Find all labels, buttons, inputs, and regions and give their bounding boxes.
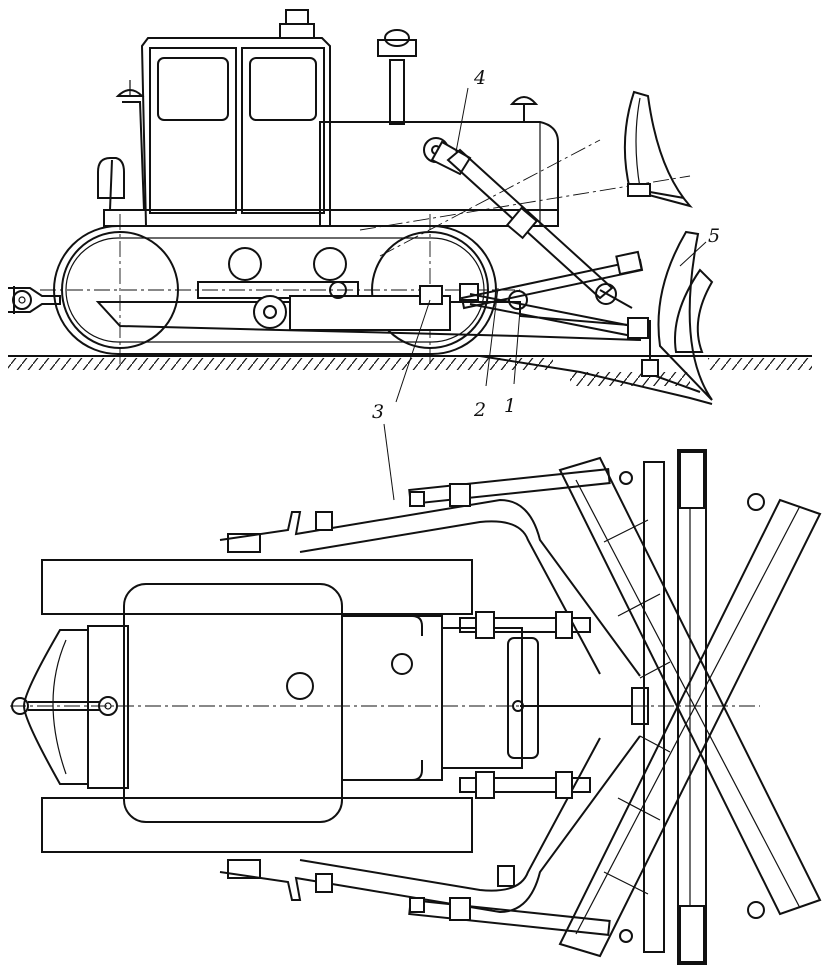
blade-straight-plan [643,449,707,965]
callout-3: 3 [372,401,384,423]
callout-1: 1 [504,395,516,417]
blade-working [641,230,714,401]
tractor-hood [319,29,559,227]
operator-cab [97,9,559,227]
side-view [8,9,812,501]
side-callouts [383,87,707,501]
ground-line [8,355,812,405]
blade-angled-plan [558,456,822,958]
push-arms-plan [219,498,641,914]
lift-cylinder [423,137,633,309]
track-plates [41,559,473,853]
plan-view [10,449,822,965]
rear-hitch [8,286,61,314]
callout-4: 4 [473,67,486,89]
callout-2: 2 [473,399,486,421]
callout-labels: 4 5 3 2 1 [372,67,720,423]
blade-raised [623,90,693,208]
cab-roof-plan [123,583,539,823]
crawler-track [40,214,520,364]
rear-hitch-plan [11,625,129,789]
callout-5: 5 [708,225,720,247]
brace-struts [359,139,691,339]
